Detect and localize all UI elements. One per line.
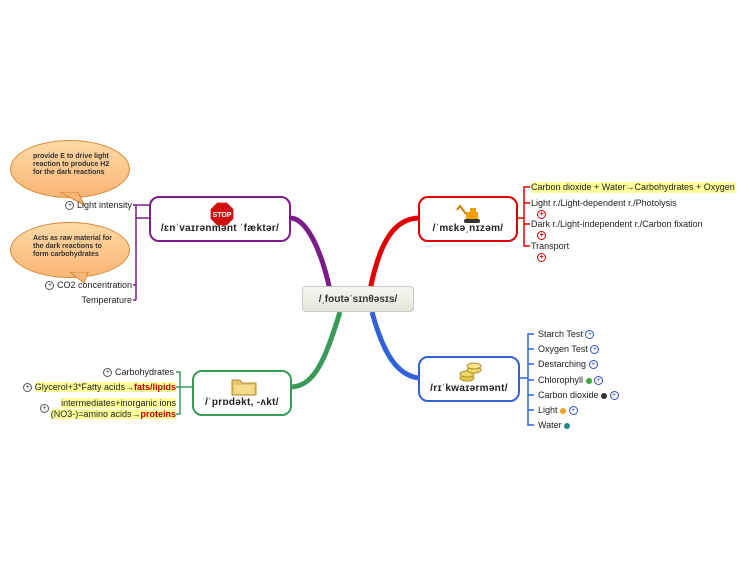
callout-light: provide E to drive light reaction to pro… xyxy=(10,140,130,198)
expand-icon[interactable]: + xyxy=(23,383,33,393)
environment-factor-node[interactable]: STOP /ɛnˈvaɪrənmənt ˈfæktər/ xyxy=(149,196,291,242)
requirement-label: /rɪˈkwaɪərmənt/ xyxy=(430,383,508,394)
leaf-transport[interactable]: Transport + xyxy=(531,241,570,263)
leaf-proteins[interactable]: + intermediates+inorganic ions (NO3-)=am… xyxy=(38,398,176,420)
leaf-light-reaction[interactable]: Light r./Light-dependent r./Photolysis + xyxy=(531,198,677,220)
leaf-starch-test[interactable]: Starch Test + xyxy=(538,329,595,340)
expand-icon[interactable]: + xyxy=(585,330,595,340)
light-dot-icon xyxy=(560,407,567,414)
water-dot-icon xyxy=(564,422,571,429)
coins-icon xyxy=(459,362,482,382)
expand-icon[interactable]: + xyxy=(65,201,75,211)
chlorophyll-dot-icon xyxy=(585,377,592,384)
expand-icon[interactable]: + xyxy=(609,391,619,401)
requirement-node[interactable]: /rɪˈkwaɪərmənt/ xyxy=(418,356,520,402)
leaf-chlorophyll[interactable]: Chlorophyll + xyxy=(538,375,604,386)
expand-icon[interactable]: + xyxy=(568,406,578,416)
leaf-oxygen-test[interactable]: Oxygen Test + xyxy=(538,344,600,355)
leaf-destarching[interactable]: Destarching + xyxy=(538,359,598,370)
callout-pointer xyxy=(60,192,86,206)
callout-co2: Acts as raw material for the dark reacti… xyxy=(10,222,130,278)
leaf-dark-reaction[interactable]: Dark r./Light-independent r./Carbon fixa… xyxy=(531,219,703,241)
carbon-dioxide-dot-icon xyxy=(601,392,608,399)
product-node[interactable]: /ˈprɒdəkt, -ʌkt/ xyxy=(192,370,292,416)
folder-icon xyxy=(231,379,257,396)
leaf-water[interactable]: Water xyxy=(538,420,571,431)
central-topic[interactable]: /ˌfoʊtəˈsɪnθəsɪs/ xyxy=(302,286,414,312)
callout-pointer xyxy=(70,272,89,284)
leaf-temperature[interactable]: Temperature xyxy=(81,295,132,305)
leaf-equation[interactable]: Carbon dioxide + Water→Carbohydrates + O… xyxy=(531,182,735,193)
stop-sign-icon: STOP xyxy=(209,201,235,227)
mechanism-label: /ˈmɛkəˌnɪzəm/ xyxy=(432,223,504,234)
mechanism-node[interactable]: /ˈmɛkəˌnɪzəm/ xyxy=(418,196,518,242)
leaf-light[interactable]: Light + xyxy=(538,405,578,416)
expand-icon[interactable]: + xyxy=(537,210,546,220)
expand-icon[interactable]: + xyxy=(537,231,546,241)
svg-text:STOP: STOP xyxy=(213,212,232,219)
expand-icon[interactable]: + xyxy=(588,360,598,370)
expand-icon[interactable]: + xyxy=(590,345,600,355)
expand-icon[interactable]: + xyxy=(537,253,546,263)
leaf-carbohydrates[interactable]: + Carbohydrates xyxy=(90,367,174,378)
leaf-co2-concentration[interactable]: + CO2 concentration xyxy=(40,280,132,291)
leaf-light-intensity[interactable]: + Light intensity xyxy=(60,200,132,211)
leaf-carbon-dioxide[interactable]: Carbon dioxide + xyxy=(538,390,619,401)
excavator-icon xyxy=(456,204,480,223)
expand-icon[interactable]: + xyxy=(594,376,604,386)
expand-icon[interactable]: + xyxy=(103,368,113,378)
product-label: /ˈprɒdəkt, -ʌkt/ xyxy=(205,397,279,408)
leaf-fats[interactable]: + Glycerol+3*Fatty acids→fats/lipids xyxy=(18,382,176,393)
environment-factor-label: /ɛnˈvaɪrənmənt ˈfæktər/ xyxy=(160,223,280,234)
expand-icon[interactable]: + xyxy=(45,281,55,291)
expand-icon[interactable]: + xyxy=(40,404,49,413)
